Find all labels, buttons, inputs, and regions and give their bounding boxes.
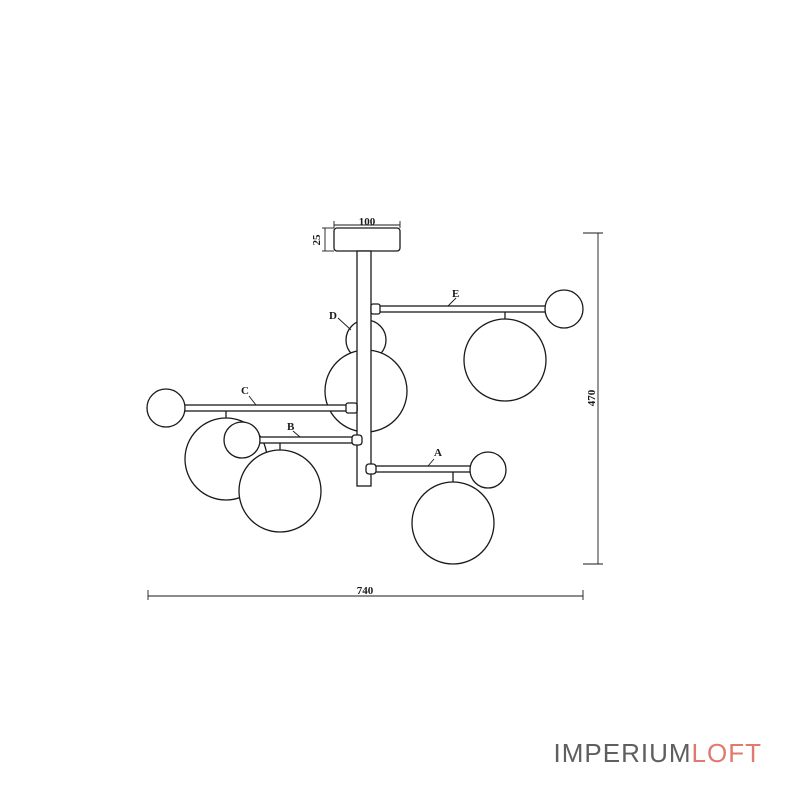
label-c: C (241, 385, 249, 397)
label-e: E (452, 288, 459, 300)
globe-e-small (544, 289, 584, 329)
canopy-width-value: 100 (359, 216, 376, 228)
arm-a (365, 451, 507, 489)
arm-e (370, 289, 584, 329)
globe-a-small (469, 451, 507, 489)
arm-b (223, 421, 363, 533)
brand-logo-part1: IMPERIUM (553, 738, 692, 768)
label-b-group: B (287, 421, 301, 438)
label-c-group: C (241, 385, 257, 406)
label-e-group: E (447, 288, 459, 307)
total-height-dimension: 470 (583, 232, 603, 565)
globe-c-small (146, 388, 186, 428)
globe-b-large (238, 449, 322, 533)
canopy-height-dimension: 25 (311, 227, 334, 252)
arm-c (146, 388, 358, 428)
brand-logo-part2: LOFT (691, 738, 762, 768)
total-width-dimension: 740 (147, 585, 584, 600)
central-stem (356, 250, 372, 487)
total-height-value: 470 (586, 389, 598, 406)
label-d: D (329, 310, 337, 322)
globe-a-large (411, 481, 495, 565)
globe-e-large (463, 318, 547, 402)
ceiling-canopy (333, 227, 401, 252)
total-width-value: 740 (357, 585, 374, 597)
brand-logo: IMPERIUMLOFT (554, 740, 762, 766)
canopy-width-dimension: 100 (333, 216, 401, 228)
globe-b-small (223, 421, 261, 459)
label-b: B (287, 421, 295, 433)
label-d-group: D (329, 310, 352, 331)
label-a: A (434, 447, 442, 459)
label-a-group: A (427, 447, 442, 467)
canopy-height-value: 25 (311, 234, 323, 246)
